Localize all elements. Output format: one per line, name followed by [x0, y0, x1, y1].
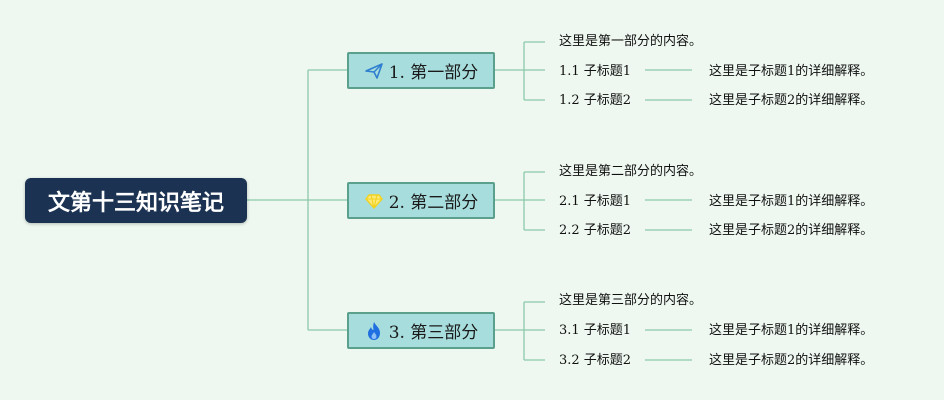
- subtopic-label-1-1[interactable]: 1.1 子标题1: [559, 64, 632, 79]
- subtopic-detail-1-2: 这里是子标题2的详细解释。: [709, 93, 874, 108]
- subtopic-detail-3-1: 这里是子标题1的详细解释。: [709, 323, 874, 338]
- section-1-content: 这里是第一部分的内容。: [559, 34, 703, 49]
- section-node-3[interactable]: 3. 第三部分: [347, 312, 495, 349]
- section-title-2: 2. 第二部分: [388, 193, 479, 213]
- section-node-1[interactable]: 1. 第一部分: [347, 52, 495, 89]
- subtopic-detail-3-2: 这里是子标题2的详细解释。: [709, 353, 874, 368]
- diamond-icon: [364, 191, 384, 211]
- section-title-1: 1. 第一部分: [388, 63, 479, 83]
- subtopic-label-3-1[interactable]: 3.1 子标题1: [559, 323, 632, 338]
- root-node[interactable]: 文第十三知识笔记: [25, 178, 247, 223]
- subtopic-label-2-1[interactable]: 2.1 子标题1: [559, 194, 632, 209]
- subtopic-label-1-2[interactable]: 1.2 子标题2: [559, 93, 632, 108]
- subtopic-detail-1-1: 这里是子标题1的详细解释。: [709, 64, 874, 79]
- section-2-content: 这里是第二部分的内容。: [559, 164, 703, 179]
- section-title-3: 3. 第三部分: [388, 323, 479, 343]
- paper-plane-icon: [364, 61, 384, 81]
- root-title: 文第十三知识笔记: [47, 190, 224, 216]
- section-node-2[interactable]: 2. 第二部分: [347, 182, 495, 219]
- subtopic-detail-2-2: 这里是子标题2的详细解释。: [709, 223, 874, 238]
- subtopic-label-3-2[interactable]: 3.2 子标题2: [559, 353, 632, 368]
- subtopic-label-2-2[interactable]: 2.2 子标题2: [559, 223, 632, 238]
- flame-icon: [364, 321, 384, 341]
- section-3-content: 这里是第三部分的内容。: [559, 293, 703, 308]
- subtopic-detail-2-1: 这里是子标题1的详细解释。: [709, 194, 874, 209]
